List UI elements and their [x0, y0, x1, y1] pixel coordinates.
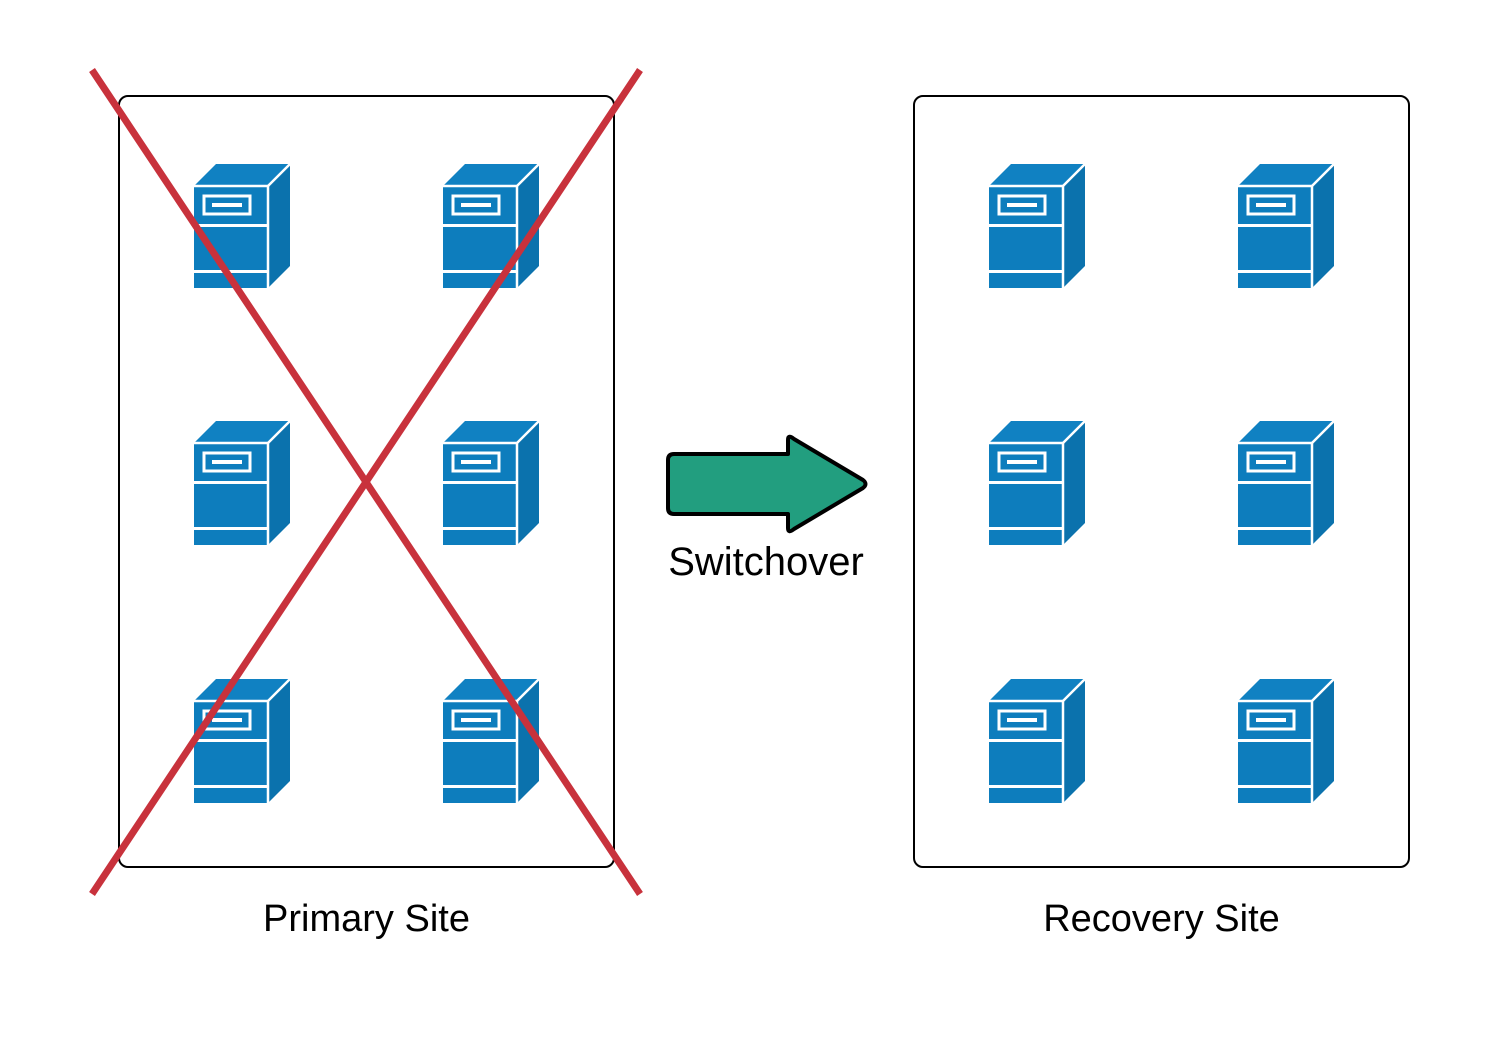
recovery-site-label: Recovery Site: [1043, 898, 1280, 940]
server-icon[interactable]: [1234, 405, 1338, 557]
server-icon[interactable]: [985, 405, 1089, 557]
recovery-site-box: [913, 95, 1410, 868]
primary-site-server-grid: [118, 95, 615, 868]
server-icon[interactable]: [439, 148, 543, 300]
server-icon[interactable]: [439, 663, 543, 815]
server-icon[interactable]: [1234, 663, 1338, 815]
server-icon[interactable]: [985, 663, 1089, 815]
server-icon[interactable]: [190, 663, 294, 815]
recovery-site-server-grid: [913, 95, 1410, 868]
primary-site-label: Primary Site: [263, 898, 470, 940]
server-icon[interactable]: [190, 405, 294, 557]
switchover-label: Switchover: [668, 540, 864, 584]
switchover-arrow-icon: [666, 434, 868, 534]
server-icon[interactable]: [439, 405, 543, 557]
server-icon[interactable]: [1234, 148, 1338, 300]
server-icon[interactable]: [190, 148, 294, 300]
server-icon[interactable]: [985, 148, 1089, 300]
